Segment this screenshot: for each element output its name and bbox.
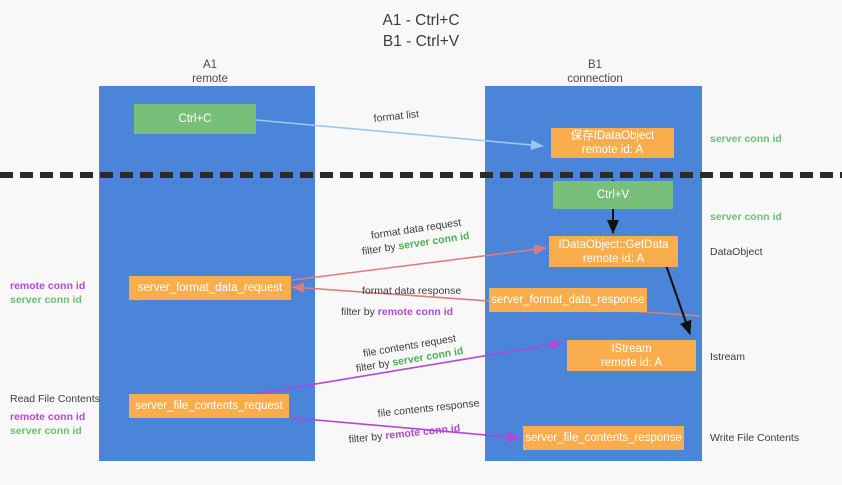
column-a1-name: A1 xyxy=(202,59,218,71)
label-file-contents-response-filter-prefix: filter by xyxy=(348,430,386,446)
box-istream[interactable]: IStream remote id: A xyxy=(567,340,696,371)
annotation-server-conn-id-top-text: server conn id xyxy=(710,133,782,145)
box-getdata-line2: remote id: A xyxy=(582,252,645,265)
label-format-data-request-filter-prefix: filter by xyxy=(361,240,400,258)
box-server-file-contents-response-label: server_file_contents_response xyxy=(525,432,682,444)
box-server-file-contents-response[interactable]: server_file_contents_response xyxy=(523,426,684,450)
box-save-idataobject-line2: remote id: A xyxy=(581,144,644,156)
box-ctrl-c-label: Ctrl+C xyxy=(178,113,212,125)
label-format-data-response-filter-value: remote conn id xyxy=(377,306,454,318)
annotation-server-conn-id-bottom: server conn id xyxy=(10,425,82,437)
box-server-format-data-request-label: server_format_data_request xyxy=(137,282,283,294)
annotation-remote-conn-id-bottom: remote conn id xyxy=(10,411,86,423)
label-file-contents-response-filter-value: remote conn id xyxy=(384,422,461,443)
box-server-format-data-response[interactable]: server_format_data_response xyxy=(489,288,647,312)
column-header-a1: A1 remote xyxy=(125,58,295,86)
box-getdata-line1: IDataObject::GetData xyxy=(558,238,669,251)
annotation-istream: Istream xyxy=(710,351,746,363)
label-file-contents-request-filter-prefix: filter by xyxy=(355,356,394,375)
page-title: A1 - Ctrl+C B1 - Ctrl+V xyxy=(0,10,842,52)
box-server-format-data-request[interactable]: server_format_data_request xyxy=(129,276,291,300)
annotation-remote-conn-id-mid: remote conn id xyxy=(10,280,86,292)
annotation-server-conn-id-mid-text: server conn id xyxy=(710,211,782,223)
box-idataobject-getdata[interactable]: IDataObject::GetData remote id: A xyxy=(549,236,678,267)
annotation-dataobject: DataObject xyxy=(710,246,763,258)
annotation-conn-ids-mid: remote conn id server conn id xyxy=(10,279,85,307)
annotation-write-file-contents: Write File Contents xyxy=(710,432,800,444)
column-header-b1: B1 connection xyxy=(510,58,680,86)
title-line-1: A1 - Ctrl+C xyxy=(382,12,460,29)
box-ctrl-v[interactable]: Ctrl+V xyxy=(553,181,673,209)
title-line-2: B1 - Ctrl+V xyxy=(382,33,460,50)
column-b1-sub: connection xyxy=(567,73,623,85)
dashed-separator-line xyxy=(0,172,842,178)
box-server-format-data-response-label: server_format_data_response xyxy=(491,294,645,306)
box-save-idataobject[interactable]: 保存IDataObject remote id: A xyxy=(551,128,674,158)
box-server-file-contents-request-label: server_file_contents_request xyxy=(135,400,283,412)
annotation-server-conn-id-mid: server conn id xyxy=(710,210,782,224)
box-ctrl-c[interactable]: Ctrl+C xyxy=(134,104,256,134)
box-server-file-contents-request[interactable]: server_file_contents_request xyxy=(129,394,289,418)
column-a1-sub: remote xyxy=(192,73,228,85)
box-istream-line1: IStream xyxy=(611,342,652,355)
annotation-server-conn-id-top: server conn id xyxy=(710,132,782,146)
box-save-idataobject-line1: 保存IDataObject xyxy=(570,130,655,142)
box-ctrl-v-label: Ctrl+V xyxy=(596,189,630,201)
annotation-conn-ids-bottom: remote conn id server conn id xyxy=(10,410,85,438)
label-format-data-response-filter: filter by remote conn id xyxy=(341,305,453,319)
label-file-contents-response-filter: filter by remote conn id xyxy=(348,421,461,447)
annotation-read-file-contents: Read File Contents xyxy=(10,393,100,405)
box-istream-line2: remote id: A xyxy=(600,356,663,369)
label-file-contents-response: file contents response xyxy=(377,397,480,420)
label-format-data-response-filter-prefix: filter by xyxy=(341,306,378,318)
label-format-list: format list xyxy=(373,108,420,125)
column-b1-name: B1 xyxy=(587,59,603,71)
annotation-server-conn-id-left-mid: server conn id xyxy=(10,294,82,306)
label-format-data-response: format data response xyxy=(362,285,462,297)
